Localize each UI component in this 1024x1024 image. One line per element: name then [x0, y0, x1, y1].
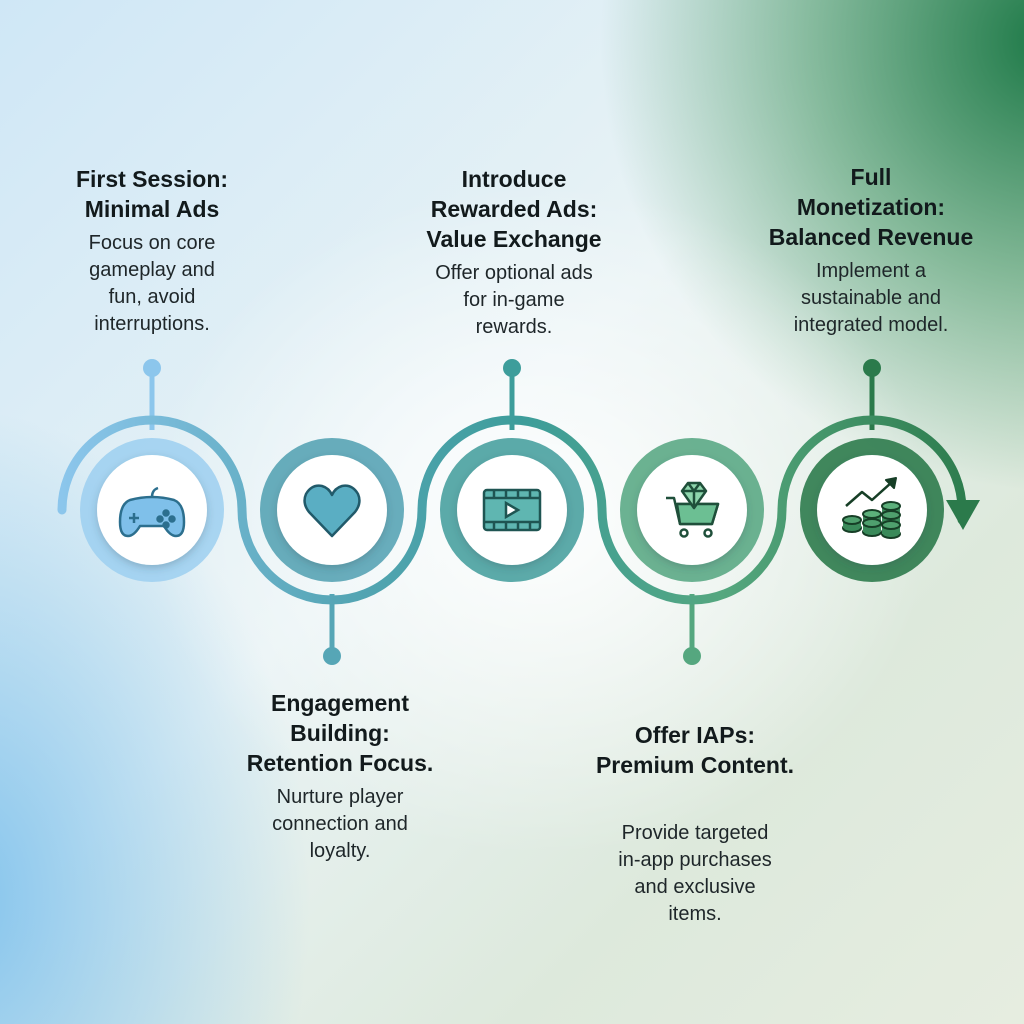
coins-growth-icon [842, 477, 901, 539]
stem-dot-stage-2 [323, 647, 341, 665]
stage-node-1 [80, 438, 224, 582]
shopping-cart-gem-icon [666, 481, 720, 538]
stage-1-description: Focus on core gameplay and fun, avoid in… [88, 232, 216, 335]
stage-2-description: Nurture player connection and loyalty. [272, 786, 408, 862]
stage-2-label: Engagement Building: Retention Focus. Nu… [230, 688, 450, 865]
stage-4-label: Offer IAPs: Premium Content. Provide tar… [572, 720, 818, 928]
stage-4-description: Provide targeted in-app purchases and ex… [618, 822, 772, 925]
stage-3-label: Introduce Rewarded Ads: Value Exchange O… [390, 164, 638, 341]
stage-3-description: Offer optional ads for in-game rewards. [435, 262, 593, 338]
stage-1-label: First Session: Minimal Ads Focus on core… [52, 164, 252, 338]
stem-dot-stage-4 [683, 647, 701, 665]
stem-dot-stage-5 [863, 359, 881, 377]
stage-node-4 [620, 438, 764, 582]
stage-5-label: Full Monetization: Balanced Revenue Impl… [742, 162, 1000, 339]
stage-1-title: First Session: Minimal Ads [75, 166, 229, 222]
stem-dot-stage-3 [503, 359, 521, 377]
stage-node-3 [440, 438, 584, 582]
stage-4-title: Offer IAPs: Premium Content. [595, 722, 795, 778]
stage-5-description: Implement a sustainable and integrated m… [793, 260, 949, 336]
heart-icon [303, 484, 361, 538]
stage-2-title: Engagement Building: Retention Focus. [246, 690, 434, 776]
video-play-icon [482, 488, 542, 532]
stage-5-title: Full Monetization: Balanced Revenue [768, 164, 974, 250]
timeline-wave-path [57, 415, 967, 605]
stage-3-title: Introduce Rewarded Ads: Value Exchange [426, 166, 602, 252]
arrow-head-icon [946, 500, 980, 530]
gamepad-icon [118, 486, 186, 538]
stage-node-5 [800, 438, 944, 582]
stem-dot-stage-1 [143, 359, 161, 377]
stage-node-2 [260, 438, 404, 582]
